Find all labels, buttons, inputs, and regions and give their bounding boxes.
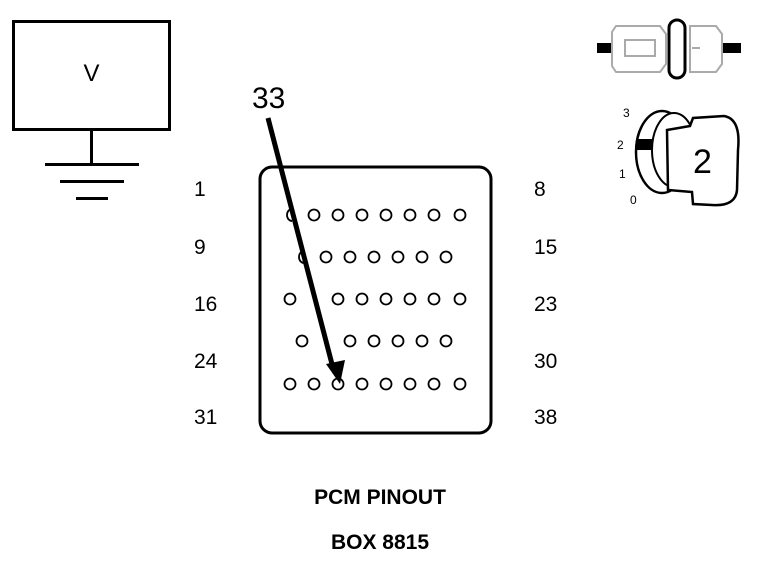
pin-hole [307, 377, 321, 391]
pin-hole [427, 292, 441, 306]
probe-arrow-shaft [265, 117, 336, 369]
pin-label-right: 8 [534, 178, 546, 201]
pin-label-left: 16 [194, 293, 218, 316]
pin-hole [427, 377, 441, 391]
connector-outline [258, 165, 493, 435]
pin-hole [343, 334, 357, 348]
pin-hole [319, 250, 333, 264]
pin-hole [415, 334, 429, 348]
pin-hole [439, 250, 453, 264]
pin-label-left: 1 [194, 178, 206, 201]
pin-label-right: 30 [534, 350, 558, 373]
pin-hole [331, 292, 345, 306]
ignition-position-label: 0 [630, 193, 637, 207]
pin-label-right: 15 [534, 236, 558, 259]
pin-hole [427, 208, 441, 222]
pin-hole [295, 334, 309, 348]
pin-hole [331, 208, 345, 222]
ground-lead [90, 130, 93, 164]
voltmeter-symbol [12, 20, 171, 131]
pin-hole [355, 208, 369, 222]
pin-hole [379, 208, 393, 222]
pin-hole [343, 250, 357, 264]
pin-hole [439, 334, 453, 348]
connector-plug-icon [597, 18, 741, 80]
pin-hole [453, 377, 467, 391]
pin-hole [379, 292, 393, 306]
pin-label-left: 31 [194, 406, 218, 429]
pin-hole [379, 377, 393, 391]
pin-hole [355, 377, 369, 391]
pin-hole [355, 292, 369, 306]
pin-hole [403, 377, 417, 391]
pin-hole [403, 208, 417, 222]
pin-hole [391, 250, 405, 264]
pin-label-left: 9 [194, 236, 206, 259]
pin-hole [283, 377, 297, 391]
voltmeter-label: V [83, 60, 100, 87]
pin-hole [391, 334, 405, 348]
ignition-switch-icon [634, 109, 740, 207]
pin-hole-group [283, 208, 467, 391]
pin-hole [453, 292, 467, 306]
ignition-position-label: 3 [623, 106, 630, 120]
pin-hole [367, 334, 381, 348]
pin-hole [283, 292, 297, 306]
ground-bar-1 [45, 163, 139, 166]
pin-label-right: 38 [534, 406, 558, 429]
pin-hole [453, 208, 467, 222]
ignition-position-label: 2 [617, 138, 624, 152]
ground-bar-2 [60, 180, 124, 183]
pin-hole [307, 208, 321, 222]
pin-hole [403, 292, 417, 306]
pin-hole [367, 250, 381, 264]
diagram-title: PCM PINOUT [314, 486, 446, 509]
pin-hole [415, 250, 429, 264]
ignition-position-label: 1 [619, 167, 626, 181]
pin-label-right: 23 [534, 293, 558, 316]
ignition-key-number: 2 [693, 143, 712, 181]
diagram-subtitle: BOX 8815 [330, 531, 430, 554]
pin-label-left: 24 [194, 350, 218, 373]
probe-pin-label: 33 [252, 82, 286, 115]
ground-bar-3 [76, 197, 108, 200]
probe-arrow-head [326, 360, 345, 384]
